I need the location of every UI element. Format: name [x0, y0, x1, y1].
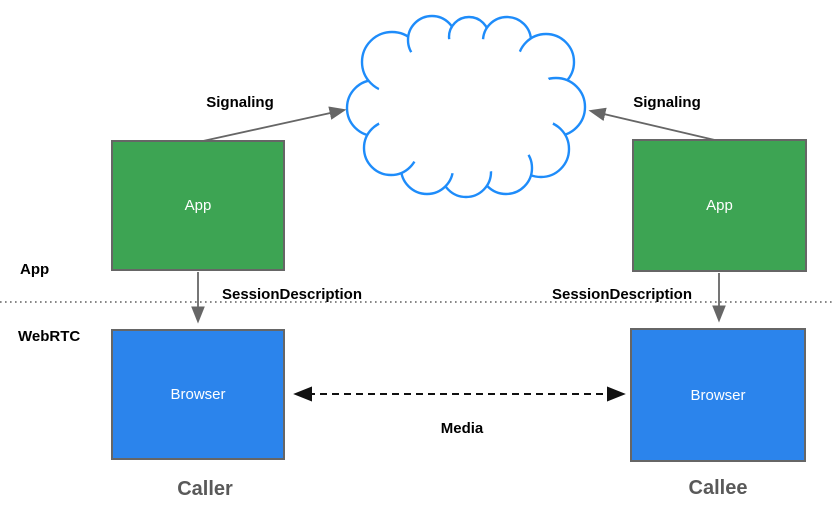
caller-app-box: App	[111, 140, 285, 271]
callee-app-box: App	[632, 139, 807, 272]
media-label: Media	[440, 420, 484, 437]
caller-browser-box: Browser	[111, 329, 285, 460]
caller-sessiondescription-label: SessionDescription	[221, 286, 363, 303]
caller-signaling-arrow	[202, 106, 347, 142]
caller-signaling-label: Signaling	[206, 94, 274, 111]
caller-app-label: App	[184, 197, 212, 214]
app-layer-label: App	[20, 261, 50, 278]
webrtc-layer-label: WebRTC	[18, 328, 81, 345]
callee-browser-box: Browser	[630, 328, 806, 462]
caller-caption: Caller	[177, 478, 233, 500]
caller-browser-label: Browser	[170, 386, 226, 403]
callee-browser-label: Browser	[690, 386, 746, 404]
cloud-icon	[345, 14, 587, 199]
callee-sessiondescription-label: SessionDescription	[551, 286, 693, 303]
callee-app-label: App	[706, 197, 733, 214]
callee-signaling-label: Signaling	[633, 94, 701, 111]
callee-signaling-arrow	[588, 107, 720, 142]
callee-caption: Callee	[688, 477, 748, 499]
